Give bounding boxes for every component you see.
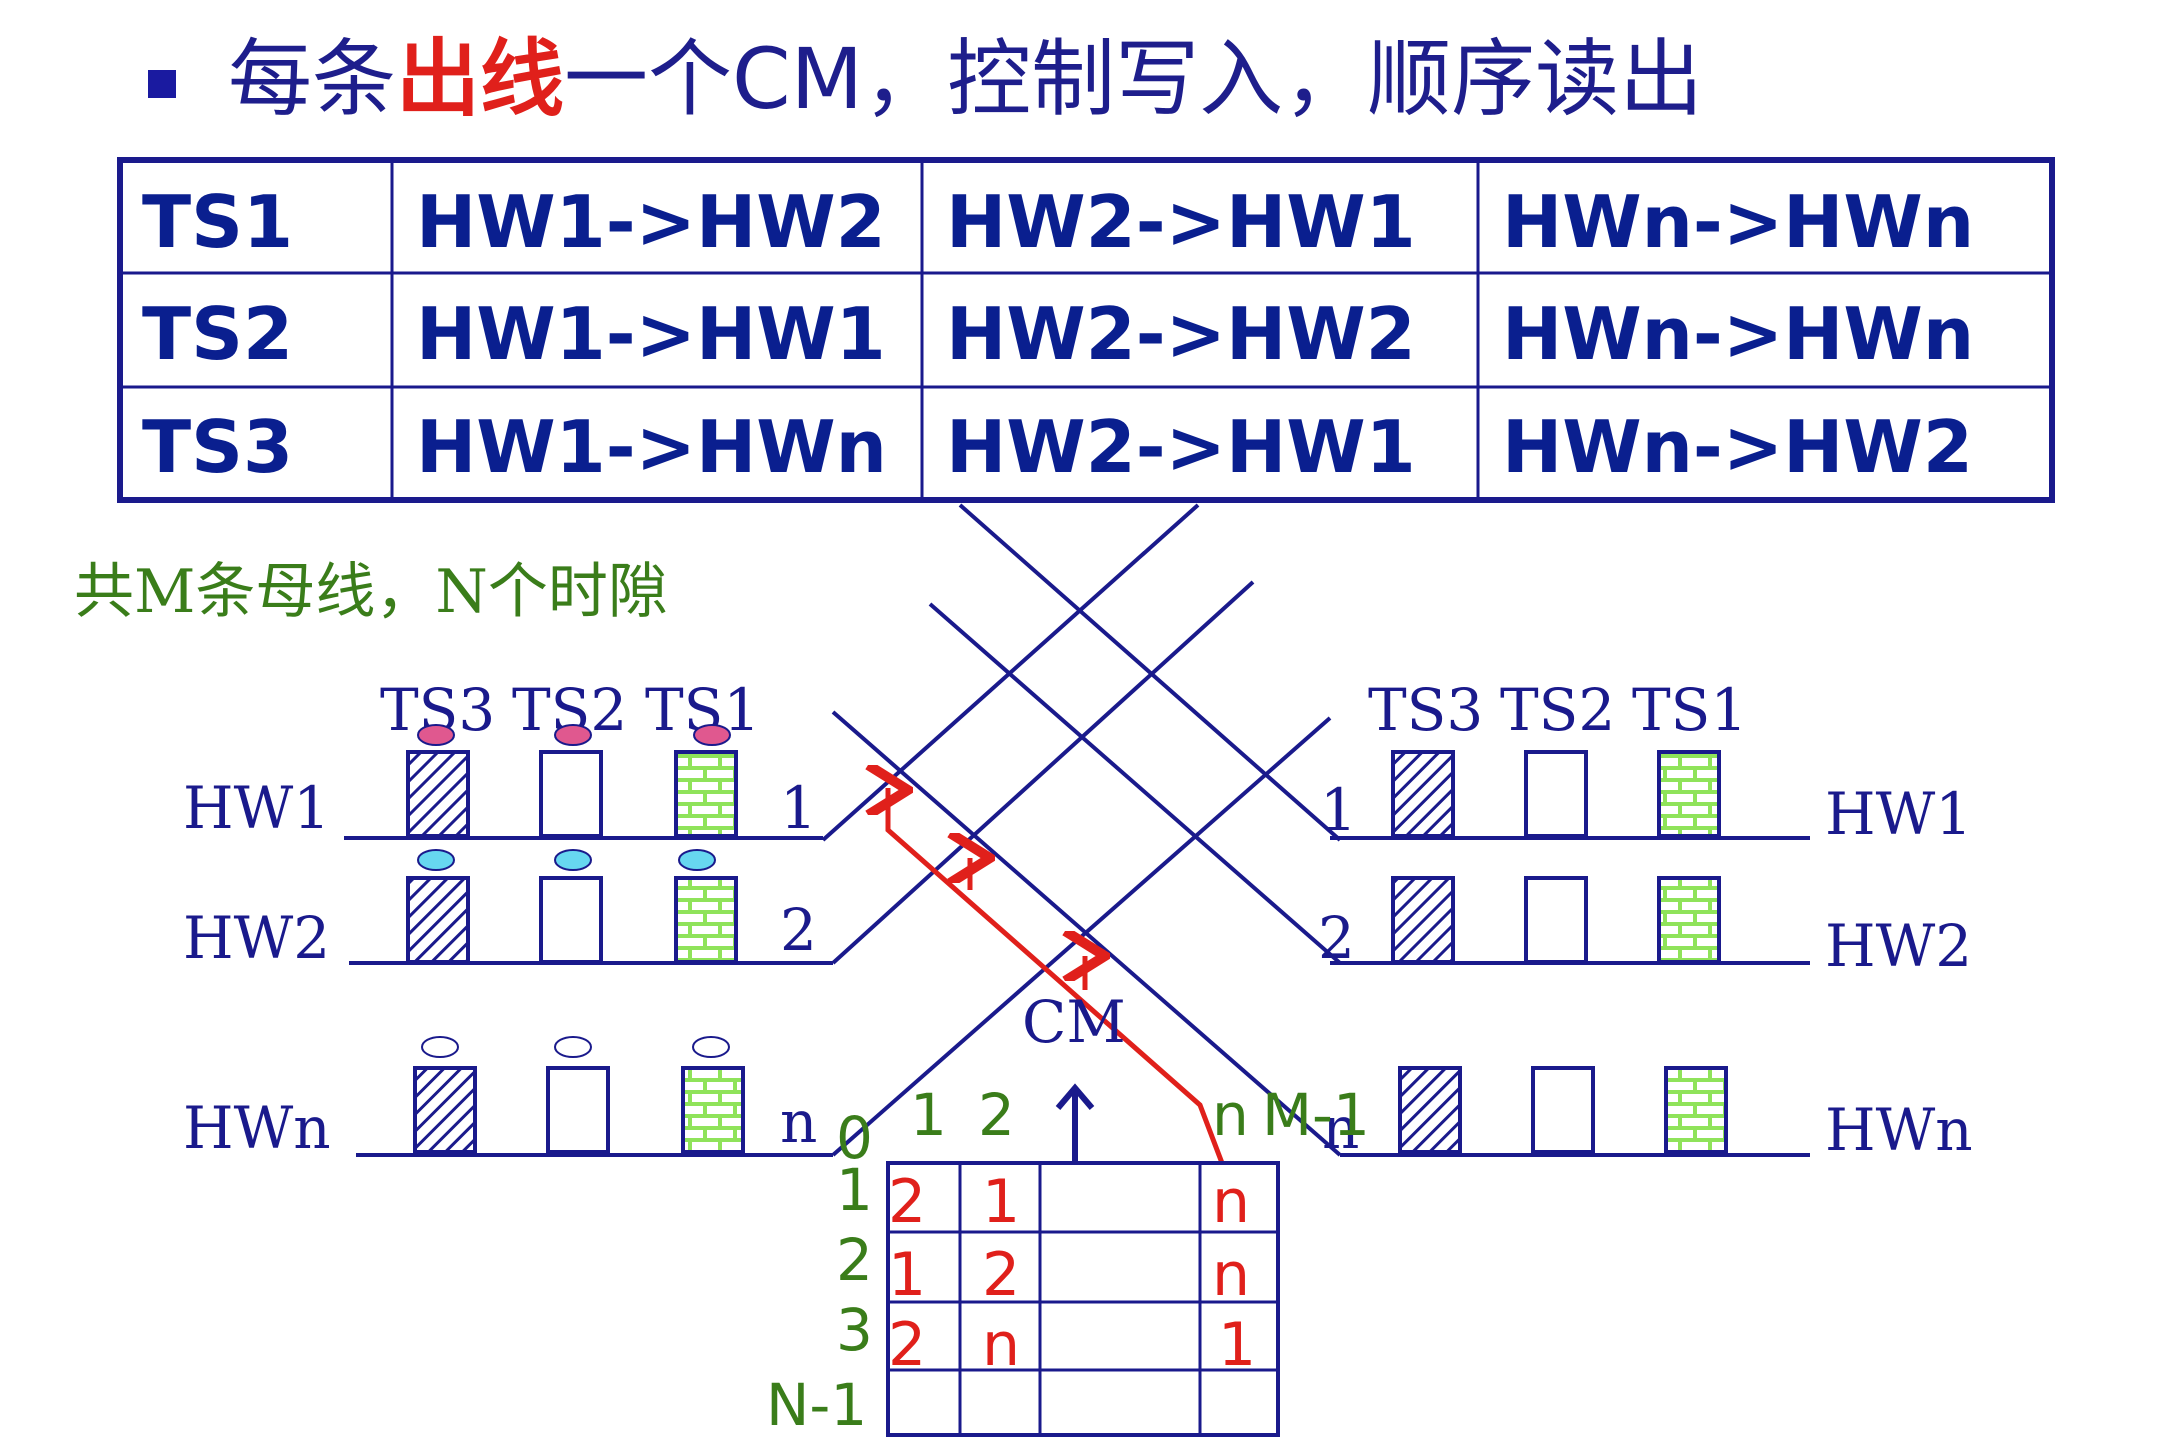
hatched-slot [1391,750,1455,838]
table-row-ts1-cell-3: HWn->HWn [1502,180,1974,264]
title-highlight: 出线 [396,30,564,128]
table-row-ts2-cell-3: HWn->HWn [1502,292,1974,376]
cm-cell: n [1212,1240,1250,1310]
empty-slot [1524,750,1588,838]
table-row-ts2-cell-1: HW1->HW1 [416,292,886,376]
table-row-ts3-cell-2: HW2->HW1 [946,405,1416,489]
brick-slot [1657,876,1721,964]
cm-cell: 2 [982,1240,1020,1310]
hatched-slot [413,1066,477,1154]
table-row-ts1-label: TS1 [142,180,293,264]
cm-row-header: 1 [836,1156,873,1224]
hatched-slot [1391,876,1455,964]
output-hwn-label: HWn [1825,1096,1973,1164]
cm-row-header: N-1 [766,1371,867,1438]
cm-cell: n [982,1310,1020,1380]
switch-fabric [821,503,1342,1157]
output-ts1-label: TS1 [1632,676,1747,744]
brick-slot [681,1066,745,1154]
brick-slot [674,876,738,964]
cyan-dot-icon [554,849,592,871]
cm-cell: 2 [888,1167,926,1237]
input-hwn-port: n [780,1088,817,1156]
cm-col-header: M-1 [1262,1081,1370,1149]
cyan-dot-icon [678,849,716,871]
cm-cell: 1 [888,1240,926,1310]
table-row-ts1-cell-2: HW2->HW1 [946,180,1416,264]
title-bullet-icon [148,70,176,98]
empty-slot [1531,1066,1595,1154]
cm-col-header: 2 [978,1081,1015,1149]
table-row-ts3-cell-3: HWn->HW2 [1502,405,1973,489]
output-ts3-label: TS3 [1368,676,1483,744]
brick-slot [674,750,738,838]
empty-slot [539,876,603,964]
mapping-table: TS1 HW1->HW2 HW2->HW1 HWn->HWn TS2 HW1->… [117,157,2055,503]
cm-row-header: 2 [836,1226,873,1294]
cm-col-header: 0 [836,1104,873,1172]
table-row-ts1-cell-1: HW1->HW2 [416,180,886,264]
white-dot-icon [692,1036,730,1058]
input-hw2-port: 2 [780,896,817,964]
cm-col-header: 1 [910,1081,947,1149]
brick-slot [1664,1066,1728,1154]
table-row-ts2-cell-2: HW2->HW2 [946,292,1416,376]
input-hwn-label: HWn [183,1094,331,1162]
title-prefix: 每条 [228,30,396,128]
output-hw1-port: 1 [1320,776,1357,844]
cm-cell: 1 [982,1167,1020,1237]
hatched-slot [1398,1066,1462,1154]
input-side: TS3 TS2 TS1 HW1 1 HW2 2 HWn n [183,676,833,1162]
cm-row-header: 3 [836,1296,873,1364]
pink-dot-icon [417,724,455,746]
empty-slot [546,1066,610,1154]
title-suffix: 一个CM，控制写入，顺序读出 [564,30,1703,128]
table-row-ts2-label: TS2 [142,292,293,376]
output-hw2-port: 2 [1318,904,1355,972]
output-hwn-port: n [1322,1094,1359,1162]
brick-slot [1657,750,1721,838]
output-ts2-label: TS2 [1500,676,1615,744]
table-row-ts3-cell-1: HW1->HWn [416,405,887,489]
input-hw1-port: 1 [780,774,817,842]
empty-slot [539,750,603,838]
slide-title: 每条出线一个CM，控制写入，顺序读出 [148,30,1703,128]
cm-up-arrow-icon [1055,1083,1095,1163]
input-hw2-label: HW2 [183,904,330,972]
table-row-ts3-label: TS3 [142,405,293,489]
empty-slot [1524,876,1588,964]
cm-table: 0 1 2 n M-1 1 2 3 N-1 2 1 n 1 2 n 2 n 1 [766,1081,1370,1438]
output-hw2-label: HW2 [1825,912,1972,980]
cm-col-header: n [1212,1081,1249,1149]
cyan-dot-icon [417,849,455,871]
control-path [888,788,1225,1164]
hatched-slot [406,876,470,964]
output-hw1-label: HW1 [1825,780,1972,848]
bus-note: 共M条母线，N个时隙 [74,557,668,627]
pink-dot-icon [693,724,731,746]
hatched-slot [406,750,470,838]
svg-text:每条出线一个CM，控制写入，顺序读出: 每条出线一个CM，控制写入，顺序读出 [228,30,1703,128]
cm-cell: n [1212,1167,1250,1237]
white-dot-icon [554,1036,592,1058]
cm-label: CM [1022,988,1126,1056]
cm-cell: 2 [888,1310,926,1380]
pink-dot-icon [554,724,592,746]
output-side: TS3 TS2 TS1 1 HW1 2 HW2 n HWn [1318,676,1973,1164]
input-hw1-label: HW1 [183,774,330,842]
white-dot-icon [421,1036,459,1058]
cm-cell: 1 [1218,1310,1256,1380]
